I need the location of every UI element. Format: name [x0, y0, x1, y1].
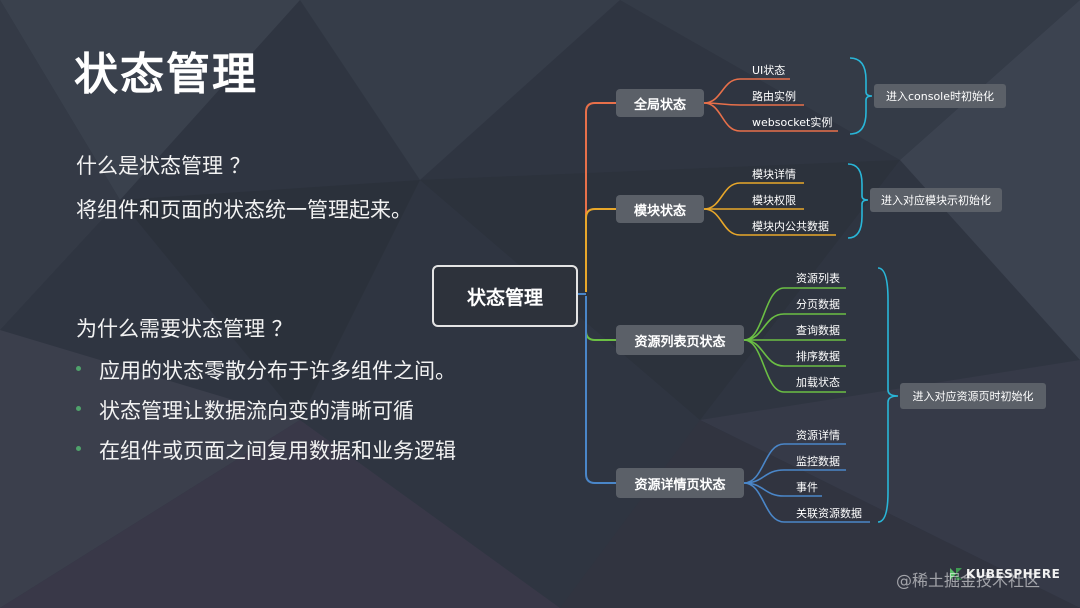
bullet-item: 应用的状态零散分布于许多组件之间。	[99, 359, 456, 383]
init-label-console: 进入console时初始化	[874, 84, 1006, 108]
leaf-item: 查询数据	[796, 324, 840, 337]
answer-what: 将组件和页面的状态统一管理起来。	[76, 198, 412, 222]
leaf-item: 分页数据	[796, 298, 840, 311]
bullet-item: 状态管理让数据流向变的清晰可循	[99, 399, 414, 423]
watermark: @稀土掘金技术社区	[896, 571, 1041, 590]
mindmap-root: 状态管理	[432, 265, 578, 327]
leaf-item: 模块权限	[752, 194, 796, 207]
leaf-item: 路由实例	[752, 90, 796, 103]
page-title: 状态管理	[74, 49, 258, 100]
brand-logo: KUBESPHERE	[966, 567, 1061, 581]
leaf-item: websocket实例	[752, 116, 833, 129]
branch-resource-list-state: 资源列表页状态	[616, 325, 744, 355]
init-label-resource: 进入对应资源页时初始化	[900, 383, 1046, 409]
leaf-item: UI状态	[752, 64, 786, 77]
kubesphere-logo-icon	[950, 568, 962, 580]
leaf-item: 模块内公共数据	[752, 220, 829, 233]
leaf-item: 资源详情	[796, 429, 840, 442]
bullet-marker	[76, 366, 81, 371]
bullet-marker	[76, 446, 81, 451]
bullet-marker	[76, 406, 81, 411]
leaf-item: 加载状态	[796, 376, 840, 389]
leaf-item: 资源列表	[796, 272, 840, 285]
branch-module-state: 模块状态	[616, 195, 704, 223]
bullet-item: 在组件或页面之间复用数据和业务逻辑	[99, 439, 456, 463]
leaf-item: 排序数据	[796, 350, 840, 363]
question-what: 什么是状态管理 ？	[76, 154, 251, 178]
init-label-module: 进入对应模块示初始化	[870, 188, 1002, 212]
branch-resource-detail-state: 资源详情页状态	[616, 468, 744, 498]
leaf-item: 事件	[796, 481, 818, 494]
branch-global-state: 全局状态	[616, 89, 704, 117]
leaf-item: 监控数据	[796, 455, 840, 468]
question-why: 为什么需要状态管理 ？	[76, 317, 293, 341]
leaf-item: 关联资源数据	[796, 507, 862, 520]
leaf-item: 模块详情	[752, 168, 796, 181]
